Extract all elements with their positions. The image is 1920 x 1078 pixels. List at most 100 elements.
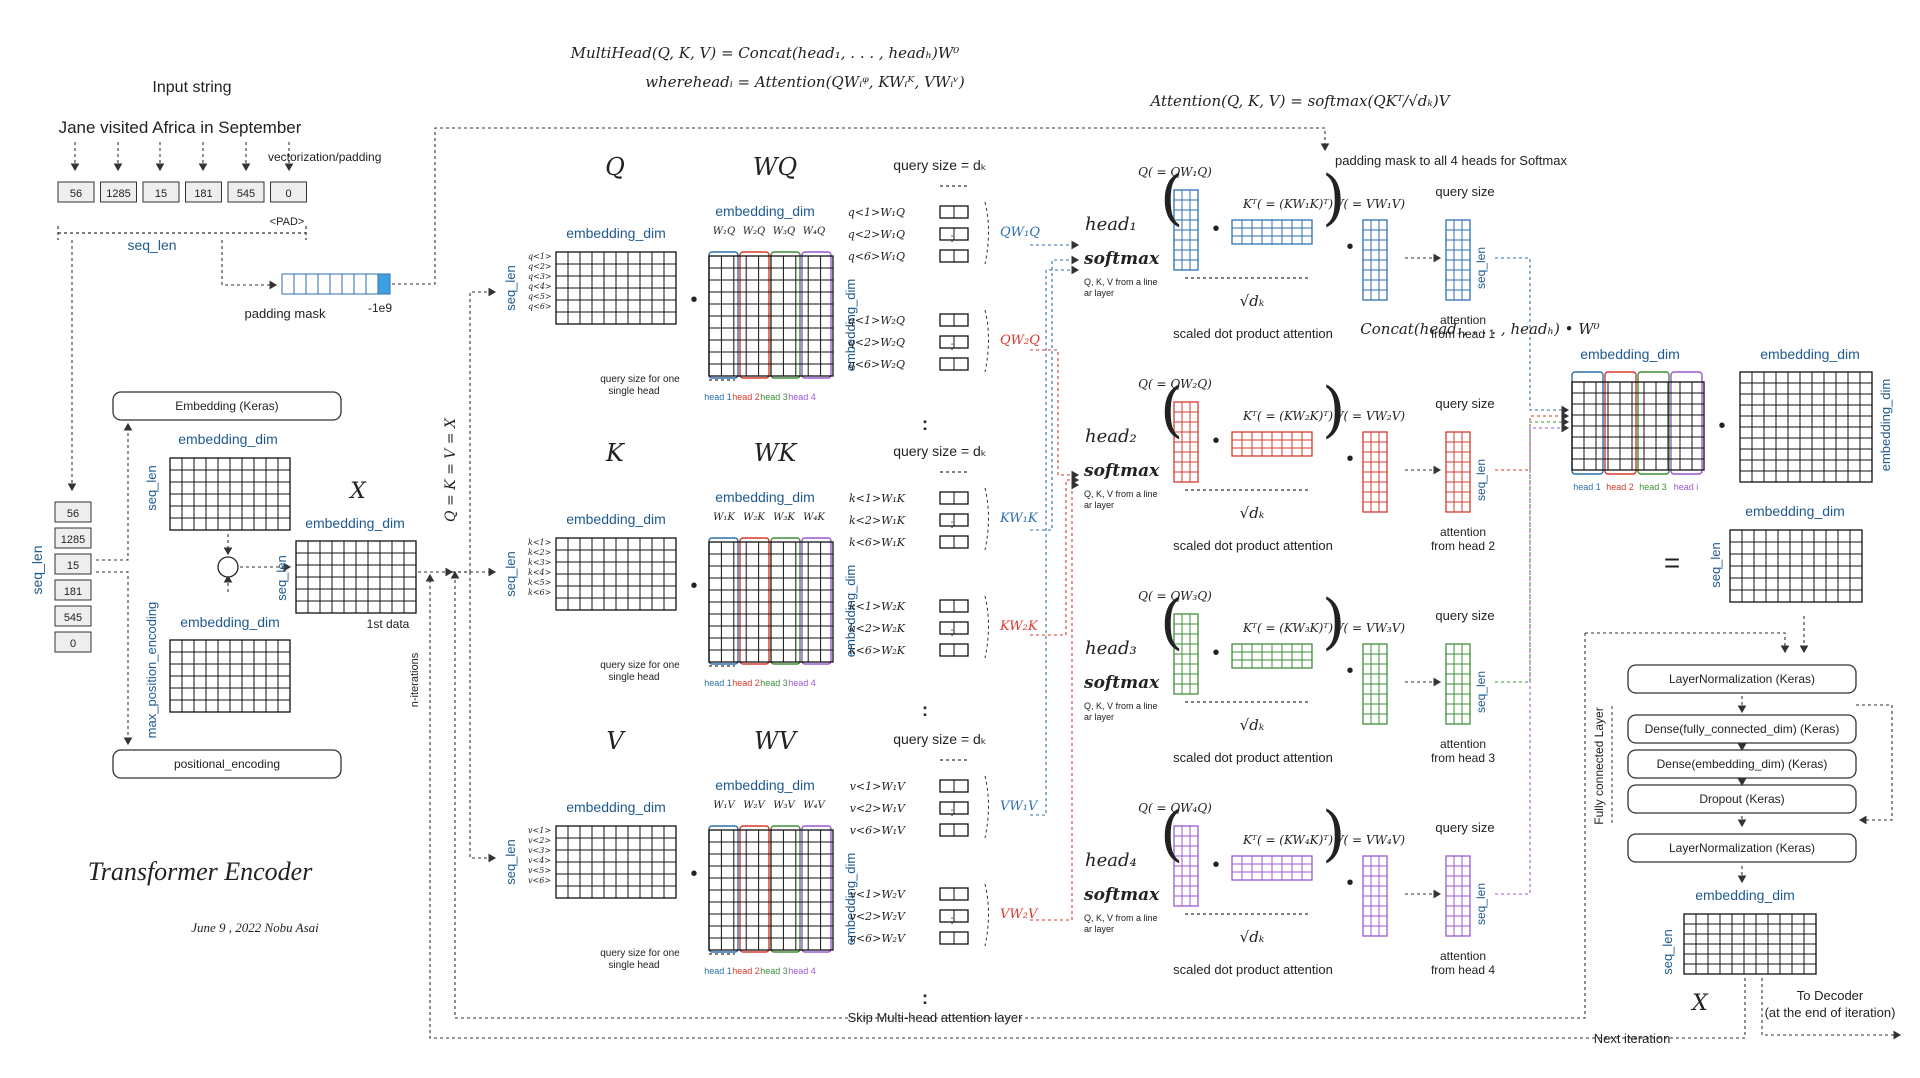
seq-len-head: seq_len	[1474, 247, 1488, 289]
embedding-dim-w: embedding_dim	[715, 489, 815, 505]
vec-row-label: q<6>W₁Q	[848, 250, 905, 263]
paren-right: )	[1322, 163, 1345, 233]
vdots: :	[950, 913, 953, 927]
token-column-cell	[54, 579, 92, 601]
token-cell	[270, 181, 307, 203]
dashed-arrow	[1495, 257, 1570, 415]
dashed-arrow	[1495, 417, 1570, 683]
padding-mask-cell	[317, 273, 331, 295]
max-position-label: max_position_encoding	[144, 602, 159, 739]
vec-row-label: k<1>W₂K	[849, 600, 906, 613]
head-label: head 1	[704, 966, 732, 976]
sqrt-dk: √dₖ	[1240, 928, 1265, 946]
dashed-arrow	[96, 571, 133, 746]
vec-row-label: k<2>W₂K	[849, 622, 906, 635]
token-column-value: 545	[64, 612, 82, 624]
skip-label: Skip Multi-head attention layer	[848, 1010, 1024, 1025]
dense-fc-box-label: Dense(fully_connected_dim) (Keras)	[1645, 722, 1840, 736]
w-col-label: W₂V	[743, 800, 766, 811]
dot-operator: •	[1346, 660, 1353, 682]
head-name: head₄	[1085, 850, 1137, 871]
vec-cell	[939, 931, 969, 945]
attention-from-label: from head 2	[1431, 539, 1495, 553]
seq-len-x: seq_len	[274, 555, 289, 601]
vec-row-label: v<6>W₂V	[850, 932, 906, 945]
input-matrix	[555, 825, 677, 899]
row-sub: k<3>	[528, 558, 551, 567]
head-label: head 3	[760, 678, 788, 688]
vec-row-label: v<1>W₁V	[850, 780, 906, 793]
embedding-dim-vert: embedding_dim	[843, 279, 858, 372]
seq-len-vertical: seq_len	[29, 545, 45, 594]
concat-head-outline	[1604, 371, 1637, 475]
vec-cell	[939, 801, 969, 815]
vec-cell	[939, 357, 969, 371]
connector	[984, 487, 989, 551]
sdpa-label: scaled dot product attention	[1173, 750, 1333, 765]
paren-left: (	[1160, 799, 1183, 869]
head-att-matrix	[1445, 219, 1471, 301]
row-sub: q<3>	[528, 272, 552, 281]
row-sub: q<5>	[528, 292, 552, 301]
row-sub: k<4>	[528, 568, 551, 577]
matrix-symbol: K	[605, 439, 626, 467]
query-size-label: query size = dₖ	[893, 443, 987, 459]
paren-left: (	[1160, 163, 1183, 233]
layernorm2-box	[1627, 833, 1857, 863]
embedding-dim-pos: embedding_dim	[180, 614, 280, 630]
dot-operator: •	[1212, 642, 1219, 664]
vdots-big: :	[922, 988, 928, 1008]
dashed-arrow	[450, 570, 1586, 1019]
padding-mask-cell	[293, 273, 307, 295]
token-cell	[100, 181, 137, 203]
embedding-matrix	[169, 457, 291, 531]
head-q-label: Q( = QW₂Q)	[1138, 377, 1212, 391]
head-column-outline	[739, 251, 770, 379]
w-col-label: W₃Q	[773, 226, 796, 237]
connector	[984, 309, 989, 373]
row-sub: v<5>	[528, 866, 551, 875]
input-sentence: Jane visited Africa in September	[59, 118, 302, 137]
query-size-one-head: query size for one	[600, 948, 680, 959]
mask-note: padding mask to all 4 heads for Softmax	[1335, 153, 1567, 168]
weight-matrix	[708, 541, 834, 663]
from-layer-1: Q, K, V from a line	[1084, 913, 1158, 923]
vec-cell	[939, 313, 969, 327]
vdots: :	[950, 339, 953, 353]
head-label: head 4	[788, 678, 816, 688]
from-layer-2: ar layer	[1084, 500, 1114, 510]
vec-cell	[939, 535, 969, 549]
dashed-arrow	[1030, 475, 1080, 636]
embedding-keras-box	[112, 391, 342, 421]
row-sub: v<4>	[528, 856, 551, 865]
from-layer-1: Q, K, V from a line	[1084, 277, 1158, 287]
dashed-arrow	[469, 287, 497, 572]
vec-row-label: q<1>W₂Q	[848, 314, 905, 327]
weight-matrix	[708, 829, 834, 951]
equals-sign: =	[1664, 547, 1680, 578]
to-decoder-label: To Decoder	[1797, 988, 1864, 1003]
dot-operator: •	[1212, 218, 1219, 240]
padding-mask-label: padding mask	[245, 306, 326, 321]
w0-matrix	[1739, 371, 1873, 483]
dashed-arrow	[1495, 423, 1570, 895]
attention-label: attention	[1440, 313, 1486, 327]
weight-matrix	[708, 255, 834, 377]
connector	[984, 775, 989, 839]
query-size-head: query size	[1435, 608, 1494, 623]
seq-len-head: seq_len	[1474, 671, 1488, 713]
head-att-matrix	[1445, 431, 1471, 513]
head-label: head 4	[788, 966, 816, 976]
attention-label: attention	[1440, 949, 1486, 963]
paren-right: )	[1322, 587, 1345, 657]
query-size-one-head-2: single head	[608, 672, 659, 683]
head-q-matrix	[1173, 613, 1199, 695]
concat-matrix	[1571, 381, 1705, 471]
seq-len-head: seq_len	[1474, 459, 1488, 501]
head-q-label: Q( = QW₄Q)	[1138, 801, 1212, 815]
attention-label: attention	[1440, 737, 1486, 751]
head-att-matrix	[1445, 643, 1471, 725]
token-cell	[185, 181, 222, 203]
embedding-dim-w: embedding_dim	[715, 203, 815, 219]
vdots: :	[950, 231, 953, 245]
